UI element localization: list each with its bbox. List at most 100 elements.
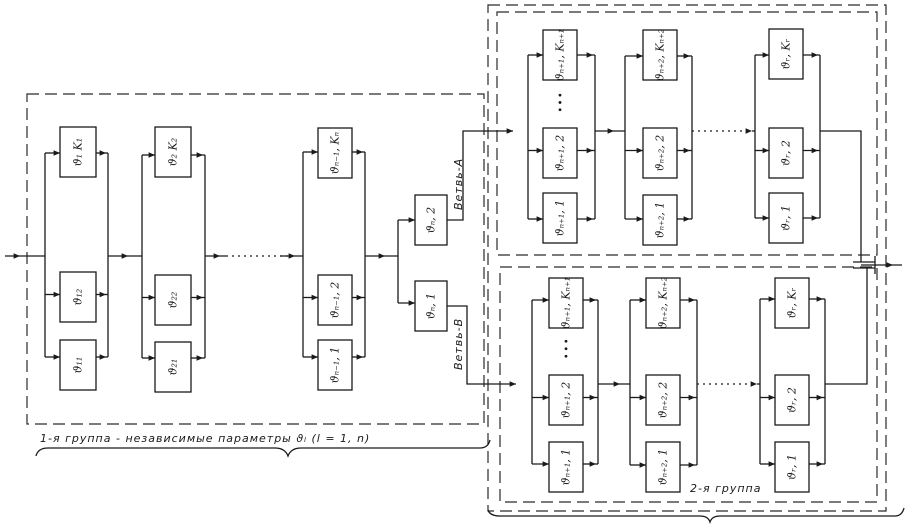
branch-a-wire [447, 130, 513, 221]
group1-frame [26, 93, 485, 425]
arrow-icon [636, 147, 643, 154]
element-label: ϑᵣ, 1 [780, 205, 793, 231]
g1-col2-box-mid: ϑ₂₂ [154, 274, 192, 326]
element-label: ϑₙ, 2 [425, 207, 438, 233]
ellipsis-dot [564, 347, 568, 351]
element-box-frame [774, 374, 810, 426]
arrow-icon [816, 461, 823, 467]
arrow-icon [542, 297, 549, 303]
arrow-icon [688, 297, 695, 303]
element-box-frame [642, 29, 678, 81]
arrow-icon [816, 296, 823, 302]
arrow-icon [53, 291, 60, 298]
g1-col3-box-top: ϑₙ₋₁, Kₙ [317, 127, 353, 179]
split-box-upper: ϑₙ, 2 [414, 194, 448, 246]
arrow-icon [636, 216, 643, 222]
arrow-icon [750, 381, 757, 387]
arrow-icon [613, 381, 620, 387]
element-box-frame [642, 127, 678, 179]
element-box-frame [645, 441, 681, 493]
group2-caption: 2-я группа [690, 482, 761, 495]
element-box-frame [548, 441, 584, 493]
arrow-icon [311, 149, 318, 155]
g1-col2-box-top: ϑ₂ K₂ [154, 126, 192, 178]
element-label: ϑ₁₂ [72, 289, 85, 306]
arrow-icon [196, 152, 203, 158]
arrow-icon [811, 215, 818, 221]
element-box-frame [642, 194, 678, 246]
element-label: ϑₙ₊₂, 1 [657, 449, 670, 486]
element-box-frame [548, 374, 584, 426]
g2a-out-wire [820, 130, 862, 262]
split-box-lower: ϑₙ, 1 [414, 280, 448, 332]
element-label: ϑᵣ, Kᵣ [786, 287, 799, 318]
arrow-icon [99, 291, 106, 298]
element-box-frame [645, 374, 681, 426]
g2a-col3-box-bot: ϑᵣ, 1 [768, 192, 804, 244]
element-label: ϑₙ₋₁, 1 [329, 347, 342, 384]
element-label: ϑ₂ K₂ [167, 138, 180, 166]
arrow-icon [639, 462, 646, 468]
branch-b-label: Ветвь-В [452, 318, 465, 370]
arrow-icon [213, 253, 220, 259]
arrow-icon [811, 52, 818, 58]
group1-brace [35, 439, 491, 458]
branch-a-label: Ветвь-А [452, 158, 465, 210]
element-box-frame [154, 274, 192, 326]
arrow-icon [607, 128, 614, 134]
arrow-icon [589, 461, 596, 467]
arrow-icon [639, 394, 646, 401]
arrow-icon [356, 294, 363, 301]
element-label: ϑₙ₋₁, Kₙ [329, 132, 342, 174]
element-box-frame [414, 280, 448, 332]
element-label: ϑ₂₂ [167, 292, 180, 309]
element-box-frame [154, 126, 192, 178]
g1-col3-box-bot: ϑₙ₋₁, 1 [317, 339, 353, 391]
g2b-col2-box-mid: ϑₙ₊₂, 2 [645, 374, 681, 426]
g2a-col2-box-top: ϑₙ₊₂, Kₙ₊₂ [642, 29, 678, 81]
element-label: ϑₙ₊₂, Kₙ₊₂ [654, 29, 667, 81]
element-label: ϑₙ₊₁, Kₙ₊₁ [560, 277, 573, 329]
arrow-icon [509, 381, 516, 387]
element-box-frame [542, 29, 578, 81]
g2a-col2-box-mid: ϑₙ₊₂, 2 [642, 127, 678, 179]
g1-col2-box-bot: ϑ₂₁ [154, 341, 192, 393]
arrow-icon [148, 152, 155, 158]
arrow-icon [53, 354, 60, 360]
arrow-icon [816, 394, 823, 401]
arrow-icon [99, 150, 106, 156]
arrow-icon [536, 216, 543, 222]
g1-col1-box-bot: ϑ₁₁ [59, 339, 97, 391]
ellipsis-dot [558, 101, 562, 104]
group1-caption: 1-я группа - независимые параметры ϑₗ (l… [40, 432, 370, 445]
arrow-icon [53, 150, 60, 156]
element-box-frame [768, 28, 804, 80]
element-label: ϑᵣ, 2 [780, 140, 793, 166]
element-label: ϑₙ₊₁, 2 [560, 382, 573, 419]
element-label: ϑₙ, 1 [425, 293, 438, 319]
element-box-frame [317, 339, 353, 391]
ellipsis-dot [558, 108, 562, 112]
element-label: ϑᵣ, 2 [786, 387, 799, 413]
arrow-icon [378, 253, 385, 259]
ellipsis-dot [558, 93, 562, 97]
arrow-icon [811, 147, 818, 154]
arrow-icon [589, 297, 596, 303]
arrow-icon [768, 394, 775, 401]
group2-branch-a-frame [496, 11, 878, 256]
ellipsis-dot [564, 339, 568, 343]
output-arrow-icon [886, 262, 893, 268]
element-box-frame [542, 127, 578, 179]
g2a-col3-box-top: ϑᵣ, Kᵣ [768, 28, 804, 80]
arrow-icon [683, 53, 690, 59]
arrow-icon [99, 354, 106, 360]
element-label: ϑ₂₁ [167, 359, 180, 376]
element-label: ϑₙ₊₂, 2 [654, 135, 667, 172]
element-label: ϑ₁₁ [72, 357, 85, 374]
element-label: ϑ₁ K₁ [72, 138, 85, 166]
element-box-frame [59, 271, 97, 323]
element-box-frame [768, 192, 804, 244]
element-label: ϑₙ₊₂, 2 [657, 382, 670, 419]
